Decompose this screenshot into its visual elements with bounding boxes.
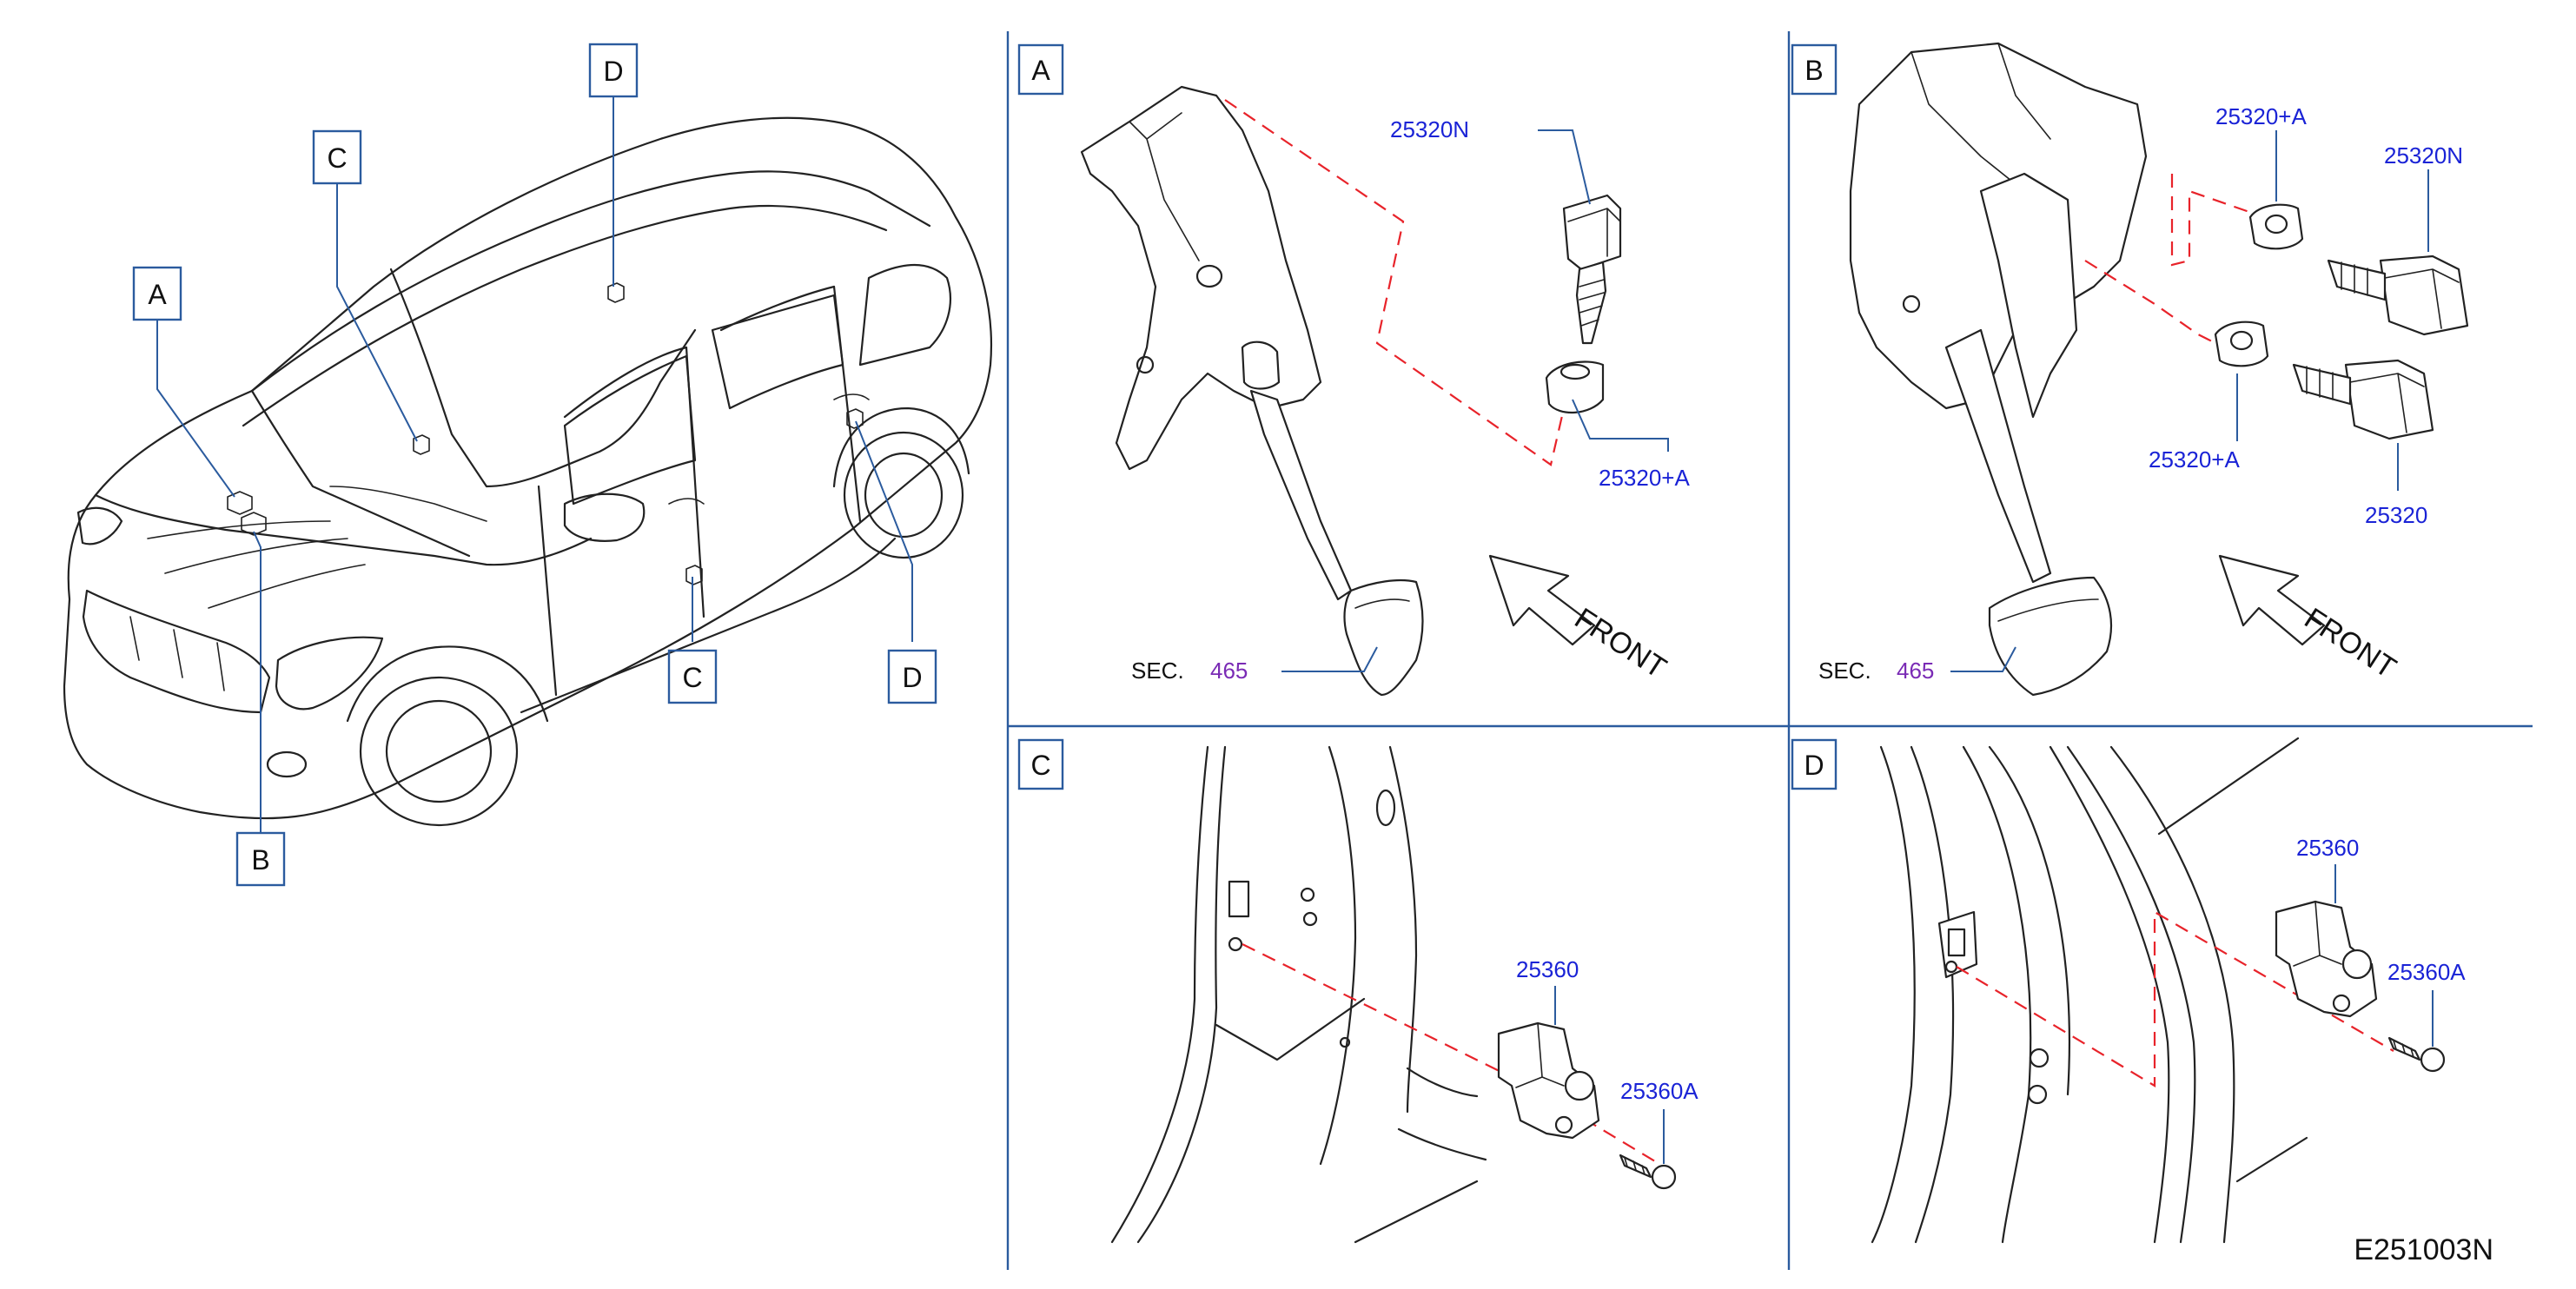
panel-a-label: A (1031, 55, 1050, 86)
sec-prefix-b: SEC. (1818, 658, 1871, 684)
part-number-25360-d: 25360 (2296, 835, 2359, 861)
panel-b: B (1791, 42, 2469, 697)
diagram-code: E251003N (2354, 1233, 2493, 1266)
callout-label-a: A (148, 279, 167, 310)
panel-d: D (1791, 737, 2466, 1244)
stop-lamp-switch-25320N-b (2327, 254, 2469, 336)
vehicle-overview: A B C D C D (63, 43, 993, 887)
part-number-25320-plus-a-bottom-b: 25320+A (2149, 446, 2240, 473)
door-switch-25360-c (1497, 1021, 1600, 1140)
callout-box-c-windshield: C (312, 129, 362, 185)
door-switch-25360-d (2275, 900, 2378, 1018)
callout-box-c-door: C (667, 649, 718, 704)
part-number-25320N-a: 25320N (1390, 116, 1469, 142)
panel-a: A 25320N 25320+A SEC. 465 (1017, 43, 1690, 697)
panel-dividers (1006, 31, 2533, 1270)
part-number-25360A-d: 25360A (2387, 959, 2466, 985)
part-number-25360A-c: 25360A (1620, 1078, 1699, 1104)
part-number-25320-plus-a-top-b: 25320+A (2215, 103, 2307, 129)
screw-25360A-c (1619, 1153, 1677, 1190)
callout-label-c-windshield: C (327, 142, 347, 174)
overview-leaders (156, 96, 913, 833)
callout-label-c-door: C (682, 662, 702, 693)
front-label-b: FRONT (2299, 602, 2402, 685)
panel-c-label: C (1030, 750, 1050, 781)
front-arrow-a: FRONT (1488, 554, 1672, 685)
part-number-25360-c: 25360 (1516, 956, 1579, 982)
clip-25320-plus-a (1545, 360, 1605, 414)
callout-label-d-roof: D (603, 56, 623, 87)
clip-25320-plus-a-top-b (2248, 203, 2304, 250)
callout-box-d-rear: D (887, 649, 937, 704)
part-number-25320N-b: 25320N (2384, 142, 2463, 169)
sec-number-b: 465 (1897, 658, 1934, 684)
body-pillar-c (1110, 745, 1487, 1244)
body-pillar-d (1871, 737, 2308, 1244)
callout-label-b: B (251, 844, 269, 876)
stop-lamp-switch-25320N (1562, 194, 1622, 345)
panel-c: C (1017, 738, 1699, 1244)
callout-label-d-rear: D (902, 662, 922, 693)
sec-number-a: 465 (1210, 658, 1248, 684)
front-label-a: FRONT (1569, 602, 1672, 685)
car-illustration (63, 116, 993, 827)
part-number-25320-b: 25320 (2365, 502, 2427, 528)
screw-25360A-d (2387, 1036, 2446, 1073)
brake-pedal-assembly-a (1080, 85, 1424, 697)
callout-box-b: B (235, 831, 286, 887)
panel-d-label: D (1804, 750, 1824, 781)
front-arrow-b: FRONT (2218, 554, 2402, 685)
clutch-pedal-assembly-b (1849, 42, 2148, 697)
stop-lamp-switch-25320-b (2292, 359, 2434, 440)
sec-prefix-a: SEC. (1131, 658, 1184, 684)
panel-b-label: B (1805, 55, 1823, 86)
clip-25320-plus-a-bottom-b (2214, 321, 2269, 367)
callout-box-a: A (132, 266, 182, 321)
part-number-25320-plus-a-a: 25320+A (1599, 465, 1690, 491)
callout-box-d-roof: D (588, 43, 639, 98)
